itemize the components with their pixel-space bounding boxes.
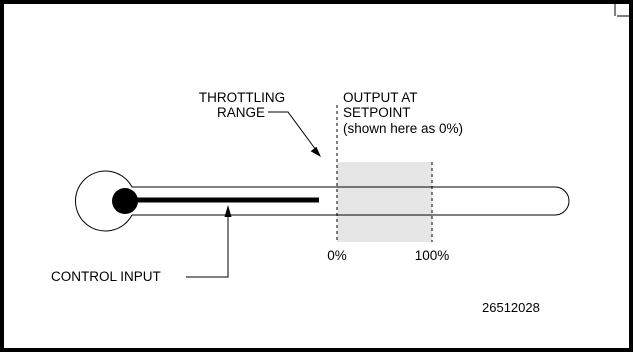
- figure-number: 26512028: [482, 300, 540, 315]
- throttling-range-box: [337, 162, 432, 242]
- thermometer-bulb: [112, 188, 138, 214]
- throttling-range-arrowhead: [310, 146, 321, 157]
- throttling-range-leader: [268, 111, 317, 151]
- thermometer-outline: [75, 170, 570, 232]
- scale-zero-label: 0%: [327, 248, 347, 263]
- control-input-leader: [186, 215, 229, 278]
- throttling-range-label-line1: THROTTLING: [199, 90, 285, 105]
- control-input-arrowhead: [224, 205, 232, 217]
- output-at-setpoint-label-line2: SETPOINT: [343, 105, 411, 120]
- control-input-label: CONTROL INPUT: [51, 269, 161, 284]
- output-at-setpoint-label-line3: (shown here as 0%): [343, 121, 463, 136]
- output-at-setpoint-label-line1: OUTPUT AT: [343, 90, 418, 105]
- scale-hundred-label: 100%: [415, 248, 450, 263]
- control-input-bar: [135, 197, 319, 203]
- throttling-range-label-line2: RANGE: [217, 105, 265, 120]
